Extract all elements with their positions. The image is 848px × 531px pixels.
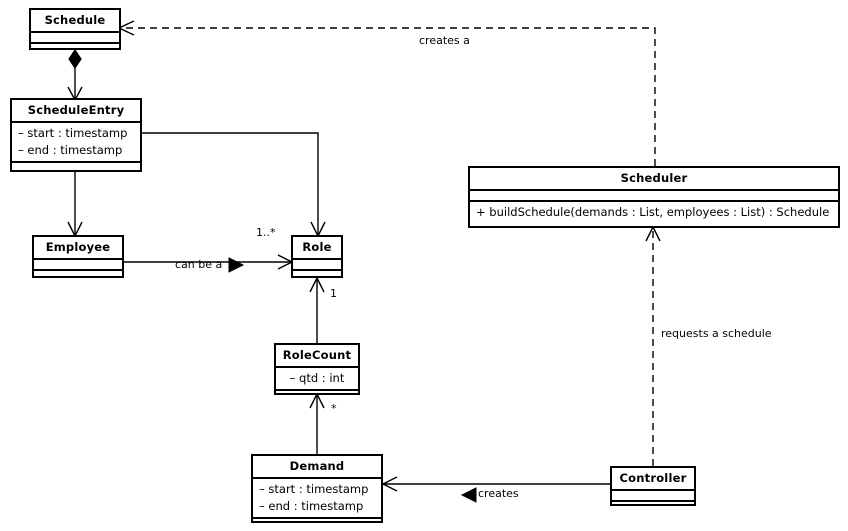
class-name-schedule: Schedule (44, 13, 106, 27)
edge-entry-has-employee (67, 172, 83, 238)
edge-entry-has-role (142, 132, 326, 238)
class-box-controller[interactable]: Controller (610, 466, 696, 506)
class-operations-role (293, 269, 341, 280)
edge-demand-to-rolecount (309, 392, 325, 454)
class-operations-employee (34, 269, 122, 280)
class-operations-scheduler: + buildSchedule(demands : List, employee… (470, 200, 838, 223)
class-name-employee: Employee (45, 240, 111, 254)
edge-label-can-be-a: can be a (175, 258, 223, 271)
class-box-schedule-entry[interactable]: ScheduleEntry – start : timestamp – end … (10, 98, 142, 172)
class-name-demand: Demand (289, 459, 345, 473)
class-name-role-count: RoleCount (282, 348, 352, 362)
attribute-row: – end : timestamp (18, 143, 123, 158)
class-attributes-demand: – start : timestamp – end : timestamp (253, 477, 381, 517)
class-box-schedule[interactable]: Schedule (29, 8, 121, 50)
edge-label-creates: creates (478, 487, 519, 500)
class-name-schedule-entry: ScheduleEntry (27, 103, 125, 117)
multiplicity-rolecount-many: * (331, 402, 337, 415)
multiplicity-role-one-to-many: 1..* (256, 226, 276, 239)
edge-controller-requests-schedule (645, 225, 661, 466)
class-box-employee[interactable]: Employee (32, 235, 124, 278)
class-box-scheduler[interactable]: Scheduler + buildSchedule(demands : List… (468, 166, 840, 228)
class-attributes-employee (34, 258, 122, 269)
operation-row: + buildSchedule(demands : List, employee… (476, 205, 830, 220)
edge-label-creates-a: creates a (419, 34, 470, 47)
edge-schedule-composes-entry (67, 48, 83, 102)
class-operations-controller (612, 500, 694, 511)
class-attributes-controller (612, 489, 694, 500)
attribute-row: – qtd : int (289, 371, 345, 386)
class-operations-schedule-entry (12, 161, 140, 172)
class-box-role-count[interactable]: RoleCount – qtd : int (274, 343, 360, 395)
class-name-scheduler: Scheduler (620, 171, 688, 185)
class-attributes-schedule-entry: – start : timestamp – end : timestamp (12, 121, 140, 161)
filled-triangle-right (228, 257, 245, 273)
class-attributes-schedule (31, 31, 119, 42)
edge-rolecount-to-role (309, 276, 325, 345)
class-attributes-scheduler (470, 189, 838, 200)
edge-label-requests-a-schedule: requests a schedule (661, 327, 772, 340)
class-box-role[interactable]: Role (291, 235, 343, 278)
class-name-controller: Controller (619, 471, 687, 485)
multiplicity-role-one: 1 (330, 287, 337, 300)
class-attributes-role-count: – qtd : int (276, 366, 358, 389)
class-attributes-role (293, 258, 341, 269)
class-operations-role-count (276, 389, 358, 400)
class-operations-demand (253, 517, 381, 528)
attribute-row: – end : timestamp (259, 499, 364, 514)
class-operations-schedule (31, 42, 119, 53)
class-box-demand[interactable]: Demand – start : timestamp – end : times… (251, 454, 383, 523)
attribute-row: – start : timestamp (259, 482, 369, 497)
filled-triangle-left (460, 487, 477, 503)
attribute-row: – start : timestamp (18, 126, 128, 141)
edge-scheduler-creates-schedule (117, 20, 656, 166)
class-name-role: Role (302, 240, 332, 254)
